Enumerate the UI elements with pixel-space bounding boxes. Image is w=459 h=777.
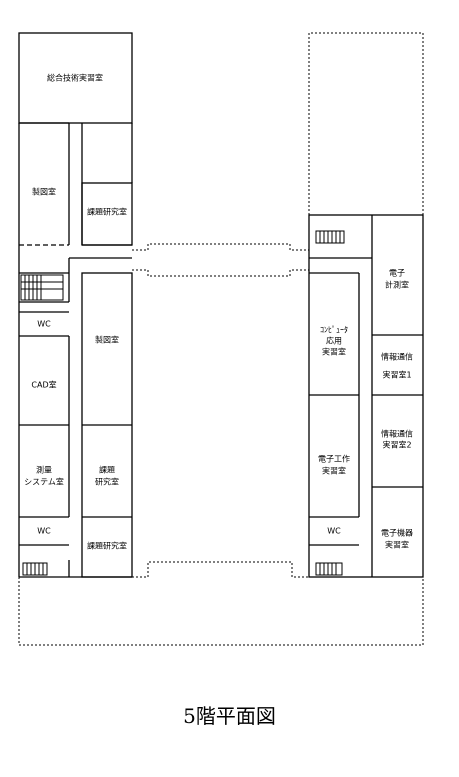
room-label-computer-3: 実習室 (322, 347, 346, 357)
room-label-seizu-left: 製図室 (32, 187, 56, 197)
room-label-joho1-2: 実習室1 (382, 370, 411, 380)
room-label-denshi-kosaku-1: 電子工作 (318, 454, 350, 464)
room-label-joho2-2: 実習室2 (382, 440, 411, 450)
room-labels: 総合技術実習室 製図室 課題研究室 WC CAD室 測量 システム室 WC 製図… (24, 73, 413, 551)
room-label-cad: CAD室 (31, 380, 56, 390)
room-label-kadai-2: 研究室 (95, 477, 119, 487)
dotted-outlines (18, 32, 424, 646)
room-label-wc-left-lower: WC (37, 527, 51, 536)
room-label-denshi-kiki-1: 電子機器 (381, 528, 413, 538)
room-label-wc-right: WC (327, 527, 341, 536)
stairs-right-lower (315, 562, 343, 576)
room-label-sokuryo-1: 測量 (36, 465, 52, 475)
left-wing-walls (18, 32, 133, 578)
room-label-kadai-kenkyu-bottom: 課題研究室 (87, 541, 127, 551)
room-label-sougou-gijutsu: 総合技術実習室 (47, 73, 103, 83)
room-label-wc-left-upper: WC (37, 320, 51, 329)
room-label-seizu-center: 製図室 (95, 335, 119, 345)
room-label-sokuryo-2: システム室 (24, 477, 64, 487)
room-label-kadai-kenkyu-top: 課題研究室 (87, 207, 127, 217)
room-label-kadai-1: 課題 (99, 465, 115, 475)
room-label-computer-2: 応用 (326, 336, 342, 346)
room-label-denshi-kiki-2: 実習室 (385, 540, 409, 550)
room-label-denshi-keisoku-2: 計測室 (385, 280, 409, 290)
room-label-denshi-kosaku-2: 実習室 (322, 466, 346, 476)
right-wing-walls (308, 214, 424, 578)
floor-plan-caption: 5階平面図 (183, 704, 276, 728)
room-label-computer-1: ｺﾝﾋﾟｭｰﾀ (320, 326, 348, 335)
room-label-denshi-keisoku-1: 電子 (389, 269, 405, 278)
stairs-right-upper (315, 230, 345, 244)
room-label-joho1-1: 情報通信 (381, 352, 413, 362)
stairs-left-lower (22, 562, 48, 576)
room-label-joho2-1: 情報通信 (381, 429, 413, 439)
stairs-left-upper (20, 274, 64, 301)
